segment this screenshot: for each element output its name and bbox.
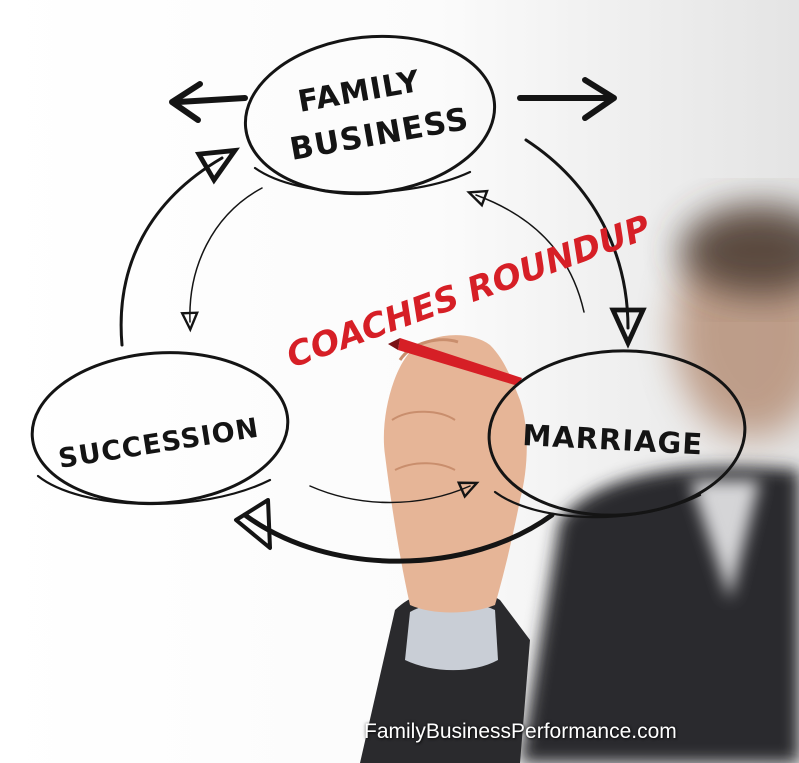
marriage-label: MARRIAGE xyxy=(522,418,704,461)
outward-arrow-right xyxy=(517,77,617,121)
hand-with-marker xyxy=(360,335,530,763)
arrow-family-to-marriage xyxy=(524,138,647,349)
outward-arrow-left xyxy=(169,81,248,123)
arrow-marriage-to-succession xyxy=(242,512,555,564)
arrow-succession-to-marriage xyxy=(309,481,480,504)
site-watermark: FamilyBusinessPerformance.com xyxy=(364,720,677,743)
arrow-succession-to-family xyxy=(119,147,240,347)
succession-label: SUCCESSION xyxy=(56,413,261,475)
arrow-marriage-to-family xyxy=(466,189,585,313)
businessman-silhouette xyxy=(520,205,799,763)
arrow-family-to-succession xyxy=(180,187,263,333)
